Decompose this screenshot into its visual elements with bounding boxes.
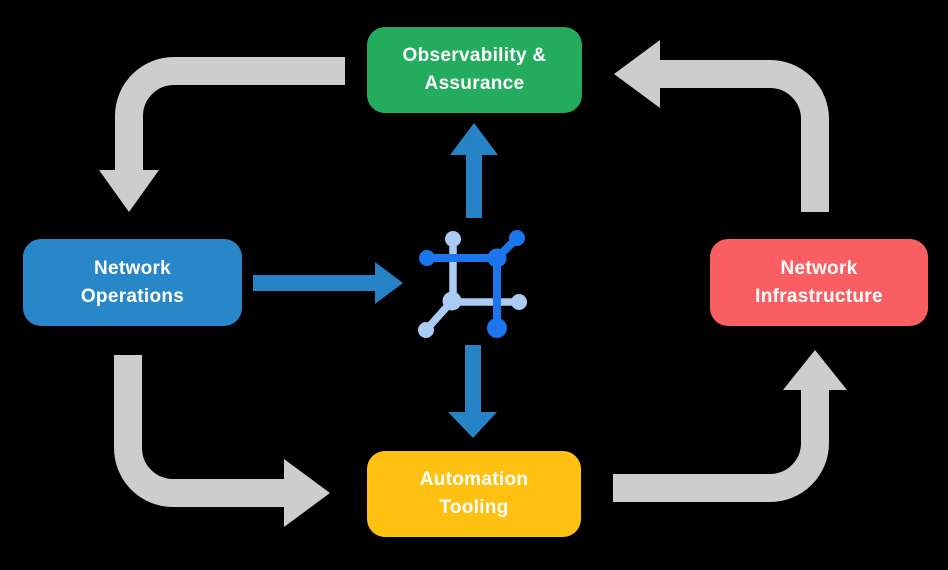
arrow-shaft — [253, 275, 375, 291]
arrow-shaft — [466, 155, 482, 218]
arrow-shaft — [465, 345, 481, 412]
node-network-infrastructure: Network Infrastructure — [710, 239, 928, 326]
arrow-center-to-observability — [450, 123, 498, 218]
node-label: Automation Tooling — [419, 469, 529, 518]
arrow-head-down — [448, 412, 497, 438]
arrow-head-left — [614, 40, 660, 108]
arrow-shaft — [658, 60, 829, 212]
arrow-observability-to-operations — [99, 57, 345, 212]
arrow-operations-to-center — [253, 262, 403, 304]
arrow-shaft — [613, 390, 829, 502]
arrow-infrastructure-to-observability — [614, 40, 829, 212]
node-network-operations: Network Operations — [23, 239, 242, 326]
icon-node-bottom — [487, 318, 507, 338]
icon-node-right — [511, 294, 527, 310]
arrow-shaft — [114, 355, 286, 507]
node-label: Network Operations — [80, 257, 185, 307]
network-mesh-icon — [418, 230, 527, 338]
node-label: Network Infrastructure — [755, 257, 883, 307]
arrow-head-up — [450, 123, 498, 155]
icon-corner-bottom-left — [442, 291, 462, 311]
icon-corner-top-right — [487, 248, 507, 268]
icon-node-bottom-left — [418, 322, 434, 338]
arrow-operations-to-automation — [114, 355, 330, 527]
arrow-head-right — [284, 459, 330, 527]
node-automation-tooling: Automation Tooling — [367, 451, 581, 537]
arrow-head-down — [99, 170, 159, 212]
arrow-head-right — [375, 262, 403, 304]
arrow-shaft — [115, 57, 345, 172]
arrow-center-to-automation — [448, 345, 497, 438]
arrow-automation-to-infrastructure — [613, 350, 847, 502]
node-observability-assurance: Observability & Assurance — [367, 27, 582, 113]
icon-node-top-right — [509, 230, 525, 246]
icon-node-top — [445, 231, 461, 247]
arrow-head-up — [783, 350, 847, 390]
icon-node-left — [419, 250, 435, 266]
node-label: Observability & Assurance — [402, 45, 547, 94]
